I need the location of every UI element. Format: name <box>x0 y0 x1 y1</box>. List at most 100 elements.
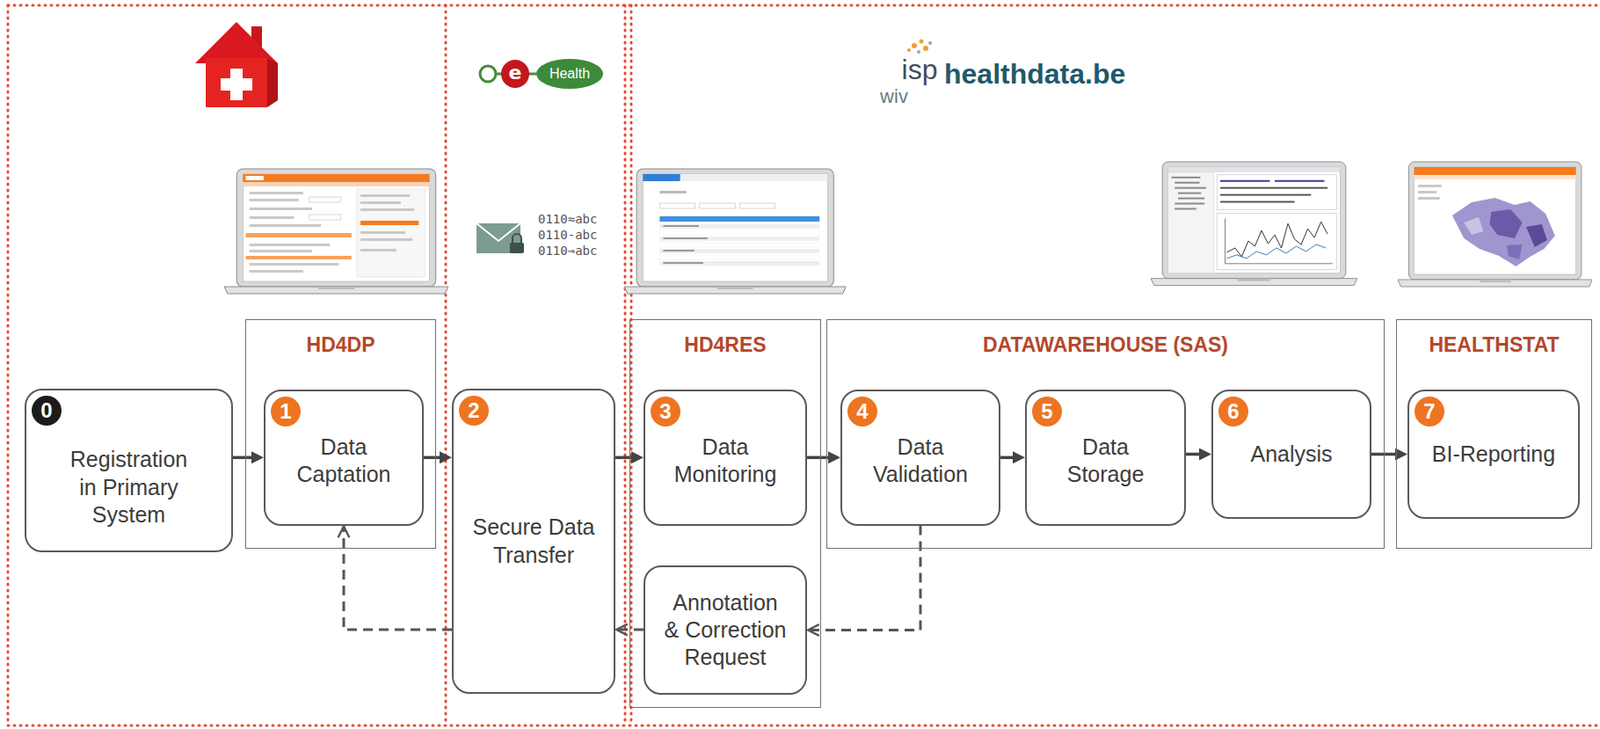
logo-text: 0110≈abc <box>538 212 597 226</box>
region-divider <box>7 5 10 726</box>
laptop-screenshot <box>1414 174 1577 180</box>
laptop-screenshot <box>1220 201 1295 204</box>
process-box: Annotation & Correction Request <box>643 565 808 695</box>
hospital-icon <box>267 58 278 108</box>
laptop-screenshot <box>659 190 686 194</box>
box-text: Data Monitoring <box>655 433 795 489</box>
logo-text: wiv <box>880 86 909 108</box>
laptop-screenshot <box>1216 212 1337 270</box>
callout-number: 4 <box>847 396 878 427</box>
callout-number: 2 <box>458 395 489 426</box>
flow-arrow <box>615 456 638 460</box>
laptop-screenshot <box>662 261 703 264</box>
group-box: DATAWAREHOUSE (SAS)4Data Validation5Data… <box>826 319 1385 549</box>
encrypted-mail-icon <box>476 223 524 254</box>
laptop-screenshot <box>1220 194 1311 197</box>
group-heading: HD4DP <box>246 333 436 357</box>
laptop-screenshot <box>249 243 331 247</box>
logo-text: Health <box>549 65 590 82</box>
laptop-screenshot <box>1168 167 1341 173</box>
isp-logo-dots <box>919 39 924 44</box>
laptop-screenshot <box>659 242 820 248</box>
region-divider <box>7 4 1599 8</box>
process-box: 3Data Monitoring <box>643 389 808 526</box>
laptop-screenshot <box>1174 207 1196 210</box>
box-label: Data Validation <box>852 433 989 489</box>
laptop-screenshot <box>360 238 413 241</box>
laptop-screenshot <box>1150 161 1358 286</box>
ehealth-logo <box>536 58 604 89</box>
laptop-screenshot <box>1418 184 1442 188</box>
isp-logo-dots <box>916 50 921 54</box>
laptop-screenshot <box>224 168 449 294</box>
box-label: Registration in Primary System <box>63 445 196 529</box>
laptop-screenshot <box>1216 174 1337 211</box>
logo-text: isp <box>901 54 939 86</box>
laptop-screenshot <box>659 261 820 266</box>
encrypted-mail-icon <box>512 233 522 243</box>
logo-text: healthdata.be <box>944 58 1126 90</box>
laptop-screenshot <box>662 249 694 252</box>
hospital-icon <box>205 58 268 108</box>
laptop-screenshot <box>1506 244 1523 260</box>
box-text: Registration in Primary System <box>63 445 196 529</box>
laptop-screenshot <box>659 248 820 254</box>
encrypted-mail-icon <box>509 242 524 254</box>
laptop-screenshot <box>245 175 263 181</box>
process-box: 2Secure Data Transfer <box>451 388 616 694</box>
laptop-screenshot <box>659 254 820 260</box>
laptop-screenshot <box>1414 167 1577 175</box>
laptop-screenshot <box>1489 209 1522 239</box>
flow-arrow <box>1185 452 1206 457</box>
process-box: 6Analysis <box>1211 389 1372 519</box>
laptop-screenshot <box>659 224 820 229</box>
hospital-icon <box>220 78 253 91</box>
region-divider <box>624 5 627 726</box>
flow-arrow <box>423 456 446 460</box>
process-box: 1Data Captation <box>263 389 424 526</box>
laptop-screenshot <box>699 203 735 209</box>
laptop-screenshot <box>1168 172 1215 274</box>
laptop-screenshot <box>245 232 351 238</box>
isp-logo-dots <box>907 48 911 52</box>
box-label: Data Monitoring <box>655 433 795 489</box>
laptop-screenshot <box>360 201 401 204</box>
group-heading: HD4RES <box>630 333 821 357</box>
box-text: Data Storage <box>1053 433 1159 489</box>
laptop-screenshot <box>1178 197 1205 200</box>
laptop-screenshot <box>249 216 295 219</box>
group-heading: HEALTHSTAT <box>1396 333 1592 357</box>
box-label: Data Captation <box>276 433 412 489</box>
process-box: 0Registration in Primary System <box>24 388 233 553</box>
laptop-screenshot <box>360 248 397 252</box>
process-box: 4Data Validation <box>840 389 1001 526</box>
laptop-screenshot <box>242 181 430 187</box>
isp-logo-dots <box>911 43 917 49</box>
group-box: HD4DP 1Data Captation <box>245 319 437 549</box>
laptop-screenshot <box>1274 180 1324 182</box>
box-text: Data Validation <box>852 433 989 489</box>
laptop-screenshot <box>642 174 680 182</box>
box-text: BI-Reporting <box>1432 440 1556 468</box>
callout-number: 3 <box>650 396 681 427</box>
laptop-screenshot <box>360 220 419 226</box>
laptop-screenshot <box>1174 203 1205 205</box>
box-label: BI-Reporting <box>1432 440 1556 468</box>
box-label: Annotation & Correction Request <box>662 589 788 672</box>
group-box: HEALTHSTAT7BI-Reporting <box>1396 319 1593 549</box>
logo-text: e <box>509 62 523 84</box>
laptop-screenshot <box>249 224 322 227</box>
feedback-arrow <box>807 525 921 631</box>
laptop-screenshot <box>1226 221 1328 257</box>
laptop-screenshot <box>659 236 820 241</box>
logo-text: 0110-abc <box>538 228 597 242</box>
laptop-screenshot <box>1418 190 1437 194</box>
region-divider <box>7 5 1599 726</box>
laptop-screenshot <box>659 203 695 209</box>
laptop-screenshot <box>1526 224 1548 248</box>
laptop-screenshot <box>1226 244 1326 259</box>
box-text: Data Captation <box>276 433 412 489</box>
group-heading: DATAWAREHOUSE (SAS) <box>827 333 1384 357</box>
box-label: Analysis <box>1250 440 1332 468</box>
